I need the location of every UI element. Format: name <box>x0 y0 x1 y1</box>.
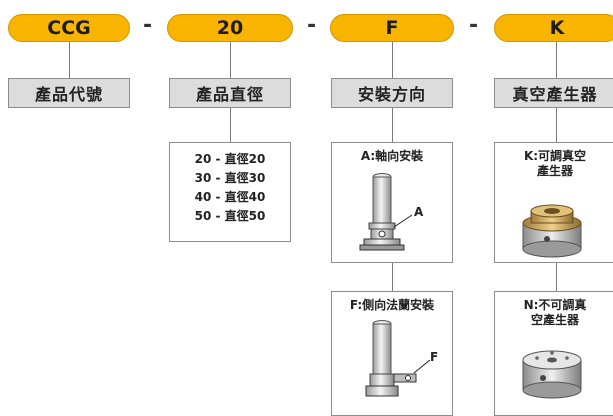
code-pill-product: CCG <box>8 14 130 42</box>
axial-mount-cup-image <box>359 173 413 251</box>
connector-line <box>392 42 393 78</box>
diameter-option: 30 - 直徑30 <box>194 171 266 185</box>
mount-option-title: A:軸向安裝 <box>360 149 424 163</box>
generator-option-title: 產生器 <box>536 164 573 178</box>
diameter-options-box: 20 - 直徑20 30 - 直徑30 40 - 直徑40 50 - 直徑50 <box>169 142 291 242</box>
connector-line <box>556 108 557 142</box>
connector-line <box>392 108 393 142</box>
separator-1: - <box>143 13 153 38</box>
code-pill-mount: F <box>330 14 454 42</box>
connector-line <box>230 108 231 142</box>
fixed-generator-image <box>522 350 582 399</box>
generator-option-fixed: N:不可調真 空產生器 <box>494 291 613 416</box>
label-diameter: 產品直徑 <box>169 78 291 108</box>
callout-a: A <box>414 205 424 219</box>
mount-option-axial: A:軸向安裝 A <box>331 142 453 263</box>
code-pill-diameter: 20 <box>167 14 293 42</box>
label-vacuum-generator: 真空產生器 <box>494 78 613 108</box>
callout-f: F <box>430 350 439 364</box>
generator-option-title: N:不可調真 <box>523 298 587 312</box>
connector-line <box>392 263 393 291</box>
code-pill-generator: K <box>494 14 613 42</box>
generator-option-title: 空產生器 <box>530 313 579 327</box>
diameter-option: 40 - 直徑40 <box>194 190 266 204</box>
connector-line <box>230 42 231 78</box>
label-product-code: 產品代號 <box>8 78 130 108</box>
generator-option-title: K:可調真空 <box>523 149 587 163</box>
connector-line <box>556 42 557 78</box>
side-flange-mount-cup-image <box>365 320 431 397</box>
diameter-option: 50 - 直徑50 <box>194 209 266 223</box>
mount-option-side-flange: F:側向法蘭安裝 F <box>331 291 453 416</box>
label-mount-direction: 安裝方向 <box>331 78 453 108</box>
generator-option-adjustable: K:可調真空 產生器 <box>494 142 613 263</box>
separator-2: - <box>307 13 317 38</box>
separator-3: - <box>469 13 479 38</box>
connector-line <box>556 263 557 291</box>
adjustable-generator-image <box>522 204 582 258</box>
connector-line <box>69 42 70 78</box>
diameter-option: 20 - 直徑20 <box>194 152 266 166</box>
mount-option-title: F:側向法蘭安裝 <box>349 298 435 312</box>
